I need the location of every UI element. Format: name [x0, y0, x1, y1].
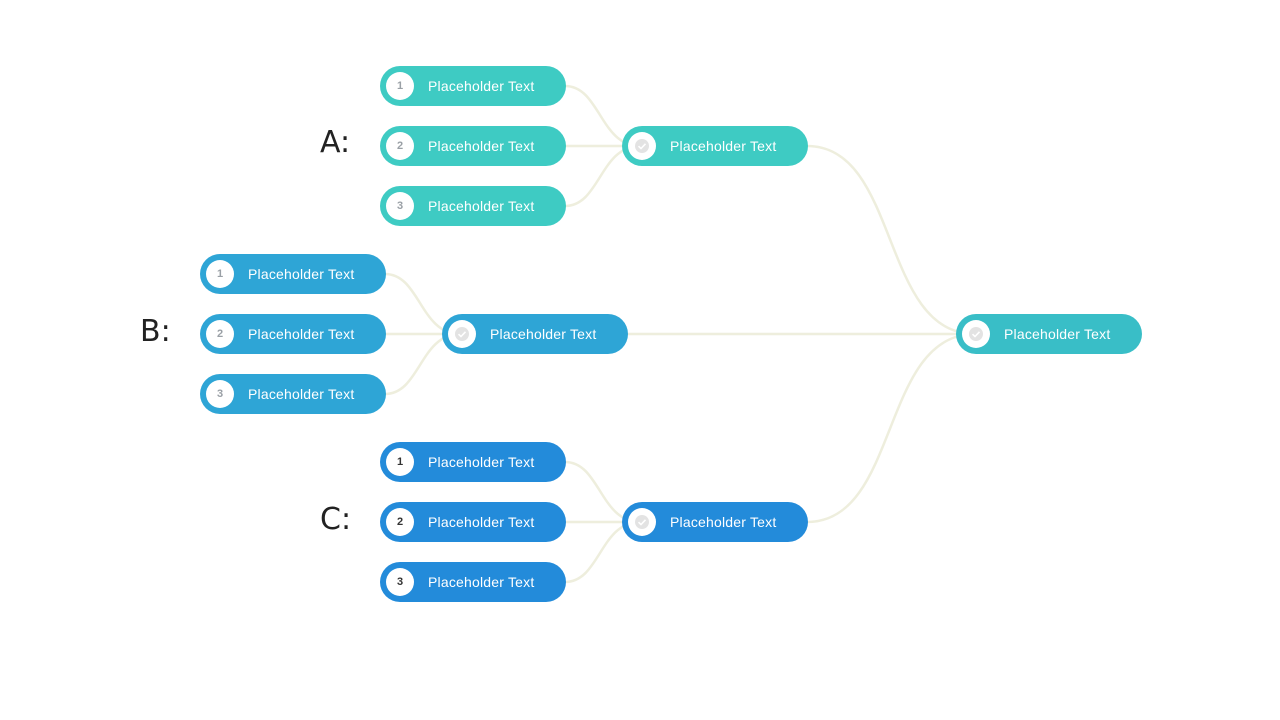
group-b-item-1[interactable]: 1 Placeholder Text — [200, 254, 386, 294]
number-badge: 2 — [206, 320, 234, 348]
number-badge: 2 — [386, 508, 414, 536]
item-label: Placeholder Text — [428, 514, 535, 530]
item-label: Placeholder Text — [248, 326, 355, 342]
group-label-c: C: — [320, 502, 352, 537]
group-c-item-1[interactable]: 1 Placeholder Text — [380, 442, 566, 482]
item-label: Placeholder Text — [428, 78, 535, 94]
item-label: Placeholder Text — [248, 386, 355, 402]
number-badge: 1 — [386, 448, 414, 476]
check-icon — [628, 132, 656, 160]
group-a-item-2[interactable]: 2 Placeholder Text — [380, 126, 566, 166]
final-label: Placeholder Text — [1004, 326, 1111, 342]
group-c-item-2[interactable]: 2 Placeholder Text — [380, 502, 566, 542]
check-icon — [628, 508, 656, 536]
result-label: Placeholder Text — [490, 326, 597, 342]
final-result[interactable]: Placeholder Text — [956, 314, 1142, 354]
group-a-item-1[interactable]: 1 Placeholder Text — [380, 66, 566, 106]
group-a-item-3[interactable]: 3 Placeholder Text — [380, 186, 566, 226]
item-label: Placeholder Text — [428, 198, 535, 214]
result-label: Placeholder Text — [670, 514, 777, 530]
group-c-result[interactable]: Placeholder Text — [622, 502, 808, 542]
item-label: Placeholder Text — [428, 138, 535, 154]
number-badge: 1 — [386, 72, 414, 100]
group-b-item-3[interactable]: 3 Placeholder Text — [200, 374, 386, 414]
group-b-result[interactable]: Placeholder Text — [442, 314, 628, 354]
group-label-b: B: — [140, 314, 171, 349]
number-badge: 3 — [386, 568, 414, 596]
check-icon — [962, 320, 990, 348]
group-a-result[interactable]: Placeholder Text — [622, 126, 808, 166]
number-badge: 3 — [386, 192, 414, 220]
group-b-item-2[interactable]: 2 Placeholder Text — [200, 314, 386, 354]
number-badge: 2 — [386, 132, 414, 160]
group-c-item-3[interactable]: 3 Placeholder Text — [380, 562, 566, 602]
result-label: Placeholder Text — [670, 138, 777, 154]
group-label-a: A: — [320, 125, 351, 160]
connector-c-final — [806, 332, 976, 524]
item-label: Placeholder Text — [428, 574, 535, 590]
check-icon — [448, 320, 476, 348]
number-badge: 3 — [206, 380, 234, 408]
item-label: Placeholder Text — [248, 266, 355, 282]
number-badge: 1 — [206, 260, 234, 288]
connector-a-final — [806, 144, 976, 336]
item-label: Placeholder Text — [428, 454, 535, 470]
